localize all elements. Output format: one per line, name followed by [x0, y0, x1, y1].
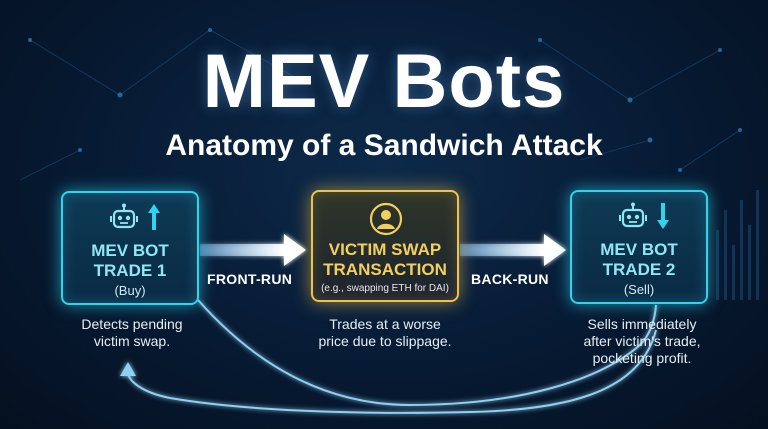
page-subtitle: Anatomy of a Sandwich Attack: [165, 129, 603, 162]
user-icon: [369, 202, 403, 241]
victim-swap-box: VICTIM SWAP TRANSACTION (e.g., swapping …: [311, 190, 459, 302]
up-arrow-icon: [147, 203, 161, 236]
step1-description-line1: Detects pending: [81, 316, 183, 332]
step1-description: Detects pending victim swap.: [52, 316, 212, 350]
step2-description-line2: price due to slippage.: [318, 333, 452, 349]
step2-description-line1: Trades at a worse: [329, 316, 441, 332]
robot-icon: [618, 202, 648, 237]
down-arrow-icon: [656, 202, 670, 235]
front-run-arrow: [200, 234, 306, 266]
page-title: MEV Bots: [202, 39, 566, 124]
box1-title-line1: MEV BOT: [91, 241, 169, 260]
box3-title-line1: MEV BOT: [600, 240, 678, 259]
box2-note: (e.g., swapping ETH for DAI): [321, 283, 449, 294]
step2-description: Trades at a worse price due to slippage.: [300, 316, 470, 350]
step3-description-line3: pocketing profit.: [592, 350, 692, 366]
box1-title-line2: TRADE 1: [93, 261, 167, 280]
box2-title-line2: TRANSACTION: [323, 260, 447, 279]
step3-description-line1: Sells immediately: [587, 316, 697, 332]
loop-arrowhead: [120, 362, 136, 376]
back-run-arrow: [460, 234, 566, 266]
box2-title-line1: VICTIM SWAP: [328, 240, 442, 259]
mev-bot-trade-2-box: MEV BOT TRADE 2 (Sell): [570, 190, 708, 304]
back-run-label: BACK-RUN: [471, 271, 549, 287]
loop-arrow: [127, 299, 657, 414]
front-run-label: FRONT-RUN: [207, 271, 293, 287]
box3-sub: (Sell): [623, 282, 655, 297]
step3-description: Sells immediately after victim's trade, …: [562, 316, 722, 367]
step3-description-line2: after victim's trade,: [583, 333, 701, 349]
box3-title-line2: TRADE 2: [602, 260, 676, 279]
box1-sub: (Buy): [114, 283, 146, 298]
mev-bot-trade-1-box: MEV BOT TRADE 1 (Buy): [61, 191, 199, 305]
step1-description-line2: victim swap.: [93, 333, 171, 349]
robot-icon: [109, 203, 139, 238]
